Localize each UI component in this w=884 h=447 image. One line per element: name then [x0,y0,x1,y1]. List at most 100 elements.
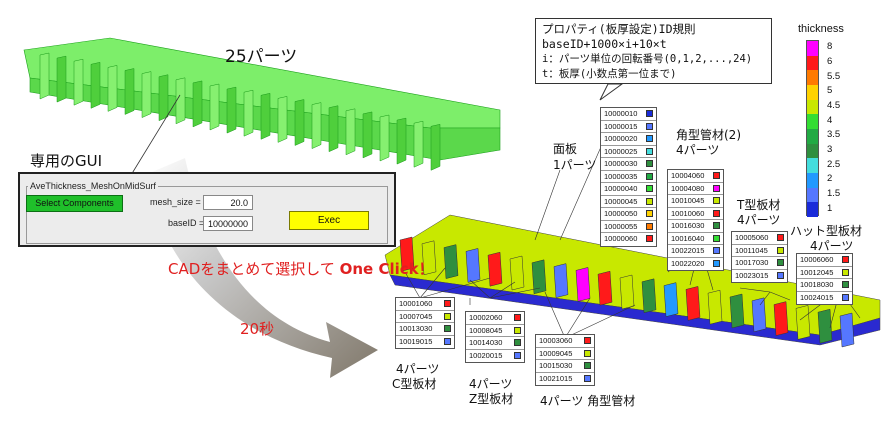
id-row: 10004060 [668,170,723,183]
property-id: 10019015 [399,336,433,346]
id-row: 10000045 [601,196,656,208]
property-id: 10000040 [604,184,638,193]
fem-rib [487,251,503,287]
mesh-size-label: mesh_size = [150,197,201,207]
color-swatch [777,259,784,266]
id-row: 10000040 [601,183,656,196]
id-row: 10000050 [601,208,656,221]
color-swatch [646,147,653,155]
property-id: 10000060 [604,234,638,243]
cad-message-main: CADをまとめて選択して [168,260,335,278]
color-swatch [444,337,451,345]
id-row: 10007045 [396,311,454,323]
fem-rib [597,270,613,306]
id-row: 10005060 [732,232,787,245]
property-id: 10005060 [735,233,769,242]
kaku2-name: 角型管材(2) [676,128,741,142]
fem-rib [509,255,525,291]
color-swatch [713,197,720,204]
fem-rib [795,305,811,340]
property-id: 10018030 [800,280,834,289]
z-type-count: 4パーツ [469,377,513,391]
color-swatch [444,312,451,320]
property-id: 10007045 [399,311,433,321]
color-swatch [584,362,591,369]
property-id: 10022015 [671,246,705,255]
gui-caption: 専用のGUI [30,152,103,170]
property-id: 10010060 [671,208,705,218]
property-id: 10017030 [735,258,769,267]
legend-tick-label: 1.5 [827,188,841,199]
id-row: 10016030 [668,220,723,233]
color-swatch [646,172,653,180]
property-id: 10011045 [735,245,768,255]
green-rib [158,74,169,122]
t-type-name: T型板材 [737,198,781,212]
baseid-label: baseID = [168,218,205,228]
property-id: 10000050 [604,209,638,218]
property-id: 10010045 [671,196,705,205]
green-rib [430,123,441,171]
property-id: 10016040 [671,233,705,243]
property-id: 10002060 [469,313,503,322]
property-id: 10022020 [671,258,705,268]
green-rib [260,92,271,140]
green-rib [141,71,152,118]
legend-color-band [807,84,818,100]
green-rib [311,102,322,149]
c-type-count: 4パーツ [396,362,440,376]
fem-rib [839,312,855,348]
fem-rib [421,240,437,276]
legend-tick-label: 5 [827,85,833,97]
color-swatch [646,135,653,142]
property-id: 10004060 [671,171,705,180]
property-id: 10000045 [604,196,638,206]
select-components-button[interactable]: Select Components [26,195,123,212]
rule-box-pointer [599,83,624,101]
gui-dialog-title: AveThickness_MeshOnMidSurf [28,181,158,191]
t-type-count: 4パーツ [737,213,781,227]
legend-color-band [807,55,818,71]
id-row: 10024015 [797,292,852,305]
leader-green-to-gui [127,94,181,181]
color-swatch [713,222,720,229]
property-id: 10012045 [800,267,834,277]
mesh-size-input[interactable]: 20.0 [203,195,253,210]
green-rib [39,52,50,100]
id-row: 10002060 [466,312,524,325]
fem-rib [729,293,745,329]
property-id: 10024015 [800,292,834,302]
id-row: 10018030 [797,279,852,292]
green-rib [277,96,288,143]
id-row: 10016040 [668,233,723,245]
green-rib [124,68,135,115]
baseid-input[interactable]: 10000000 [203,216,253,231]
color-swatch [646,235,653,242]
property-id: 10009045 [539,348,573,358]
id-row: 10000020 [601,133,656,146]
legend-tick-label: 6 [827,56,833,67]
id-row: 10022015 [668,245,723,258]
legend-tick-label: 3.5 [827,129,841,141]
color-swatch [444,300,451,307]
id-row: 10010045 [668,195,723,208]
cad-message-emph: One Click！ [339,260,434,278]
property-id: 10000015 [604,121,638,131]
color-swatch [646,110,653,117]
id-row: 10001060 [396,298,454,311]
color-swatch [514,314,521,321]
green-rib [175,77,186,125]
color-swatch [842,256,849,263]
id-row: 10019015 [396,336,454,349]
green-rib [73,58,84,106]
color-swatch [646,197,653,205]
legend-tick-label: 3 [827,144,833,155]
id-row: 10000060 [601,233,656,246]
exec-button[interactable]: Exec [289,211,369,230]
property-id: 10000035 [604,171,638,181]
green-rib [345,108,356,156]
